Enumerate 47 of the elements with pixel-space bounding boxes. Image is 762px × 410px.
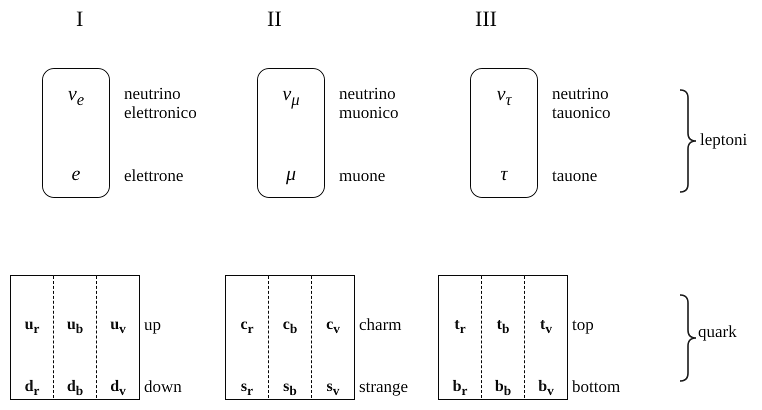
quark-symbol: d$_{r}$	[24, 378, 40, 400]
particle-symbol: ν$_{μ}$	[281, 83, 301, 110]
particle-symbol: e	[70, 163, 82, 186]
particle-name: neutrino tauonico	[552, 84, 612, 122]
generation-numeral: III	[475, 6, 497, 32]
quark-symbol: t$_{b}$	[496, 316, 510, 338]
quark-symbol: c$_{r}$	[239, 316, 255, 338]
quark-symbol: b$_{b}$	[494, 378, 512, 400]
quark-symbol: u$_{b}$	[66, 316, 84, 338]
quark-symbol: c$_{b}$	[282, 316, 298, 338]
particle-name: neutrino elettronico	[124, 84, 198, 122]
particle-symbol: ν$_{τ}$	[496, 83, 513, 110]
quark-name: top	[572, 315, 594, 334]
quark-name: strange	[359, 377, 408, 396]
quark-symbol: b$_{v}$	[537, 378, 555, 400]
particle-symbol: τ	[499, 163, 509, 186]
quark-symbol: d$_{v}$	[109, 378, 127, 400]
quark-symbol: c$_{v}$	[325, 316, 341, 338]
quark-symbol: s$_{r}$	[240, 378, 254, 400]
quark-symbol: u$_{r}$	[24, 316, 40, 338]
quark-symbol: u$_{v}$	[109, 316, 127, 338]
quark-name: bottom	[572, 377, 620, 396]
particle-box	[470, 68, 538, 198]
quark-symbol: d$_{b}$	[66, 378, 84, 400]
generation-numeral: I	[76, 6, 84, 32]
quark-symbol: s$_{v}$	[326, 378, 340, 400]
quark-box	[438, 275, 568, 400]
particle-symbol: ν$_{e}$	[66, 83, 86, 110]
particle-name: muone	[339, 166, 386, 185]
quark-name: up	[144, 315, 161, 334]
quark-symbol: t$_{r}$	[453, 316, 467, 338]
particle-box	[42, 68, 110, 198]
particle-symbol: μ	[284, 163, 298, 186]
quark-box	[10, 275, 140, 400]
quark-symbol: s$_{b}$	[282, 378, 298, 400]
particle-box	[257, 68, 325, 198]
generation-numeral: II	[267, 6, 282, 32]
quark-name: down	[144, 377, 182, 396]
quark-box	[225, 275, 355, 400]
group-label: quark	[698, 322, 737, 341]
particle-name: neutrino muonico	[339, 84, 400, 122]
quark-symbol: t$_{v}$	[539, 316, 553, 338]
quark-symbol: b$_{r}$	[452, 378, 468, 400]
group-label: leptoni	[700, 130, 748, 149]
quark-name: charm	[359, 315, 402, 334]
particle-name: tauone	[552, 166, 598, 185]
particle-name: elettrone	[124, 166, 184, 185]
